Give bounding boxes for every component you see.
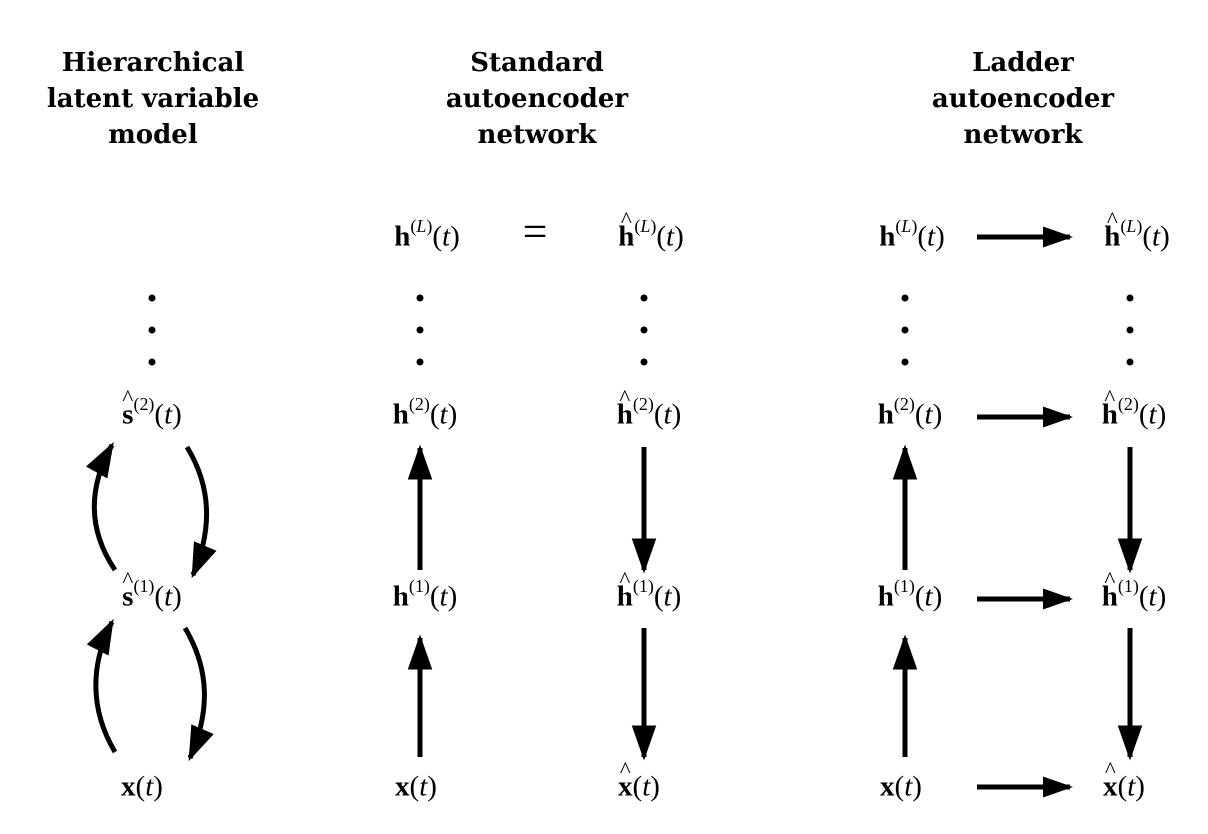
node-superscript: (L) (634, 216, 657, 237)
node-symbol: h (618, 222, 634, 252)
node-argument: (t) (135, 770, 163, 803)
node-argument: (t) (914, 398, 943, 431)
title-line: Standard (470, 48, 604, 78)
node-symbol: h (392, 580, 409, 613)
title-line: Hierarchical (61, 48, 245, 78)
title-line: model (108, 120, 198, 150)
node-h1-hat: h(1)(t) (1102, 577, 1167, 613)
node-hL: h(L)(t) (879, 217, 945, 253)
node-symbol: h (879, 220, 896, 253)
ladder-autoencoder-title: Ladder autoencoder network (863, 45, 1183, 153)
node-argument: (t) (154, 580, 182, 613)
node-h2: h(2)(t) (392, 395, 458, 431)
node-argument: (t) (1138, 398, 1167, 431)
node-symbol: h (1102, 400, 1118, 430)
curved-arrow-up (85, 441, 118, 572)
node-argument: (t) (894, 770, 922, 803)
node-symbol: h (617, 582, 633, 612)
node-hL-hat: h(L)(t) (1104, 217, 1170, 253)
curved-arrow-down (182, 626, 214, 762)
node-h2-hat: h(2)(t) (1102, 395, 1167, 431)
standard-autoencoder-title: Standard autoencoder network (377, 45, 697, 153)
node-argument: (t) (653, 398, 682, 431)
node-s1-hat: s(1)(t) (122, 577, 182, 613)
title-line: network (477, 120, 597, 150)
node-h1-hat: h(1)(t) (617, 577, 682, 613)
hierarchical-curved-arrows (85, 441, 217, 762)
curved-arrow-up (86, 618, 118, 754)
node-superscript: (2) (893, 394, 915, 415)
node-symbol: s (122, 582, 133, 612)
node-symbol: h (392, 398, 409, 431)
node-superscript: (L) (410, 216, 433, 237)
node-x: x(t) (121, 770, 163, 803)
node-argument: (t) (656, 220, 684, 253)
node-x: x(t) (395, 770, 437, 803)
node-argument: (t) (653, 580, 682, 613)
node-superscript: (1) (408, 576, 430, 597)
node-x-hat: x(t) (1103, 770, 1145, 803)
ladder-arrows (892, 226, 1143, 798)
node-argument: (t) (154, 398, 182, 431)
node-s2-hat: s(2)(t) (122, 395, 182, 431)
standard-arrows (407, 444, 657, 761)
node-hL-hat: h(L)(t) (618, 217, 684, 253)
title-line: Ladder (972, 48, 1074, 78)
node-symbol: h (1104, 222, 1120, 252)
node-superscript: (1) (133, 576, 155, 597)
node-symbol: x (618, 772, 633, 802)
node-argument: (t) (429, 398, 458, 431)
node-symbol: x (880, 770, 895, 803)
node-superscript: (2) (133, 394, 155, 415)
node-h1: h(1)(t) (877, 577, 943, 613)
node-argument: (t) (429, 580, 458, 613)
node-superscript: (2) (408, 394, 430, 415)
node-symbol: h (1102, 582, 1118, 612)
title-line: autoencoder (931, 84, 1115, 114)
node-argument: (t) (1142, 220, 1170, 253)
node-superscript: (2) (632, 394, 654, 415)
node-x-hat: x(t) (618, 770, 660, 803)
node-symbol: h (877, 580, 894, 613)
title-line: autoencoder (445, 84, 629, 114)
node-argument: (t) (432, 220, 460, 253)
equals-sign: = (522, 207, 548, 256)
node-argument: (t) (917, 220, 945, 253)
node-symbol: h (877, 398, 894, 431)
node-argument: (t) (1117, 770, 1145, 803)
node-symbol: h (617, 400, 633, 430)
node-symbol: x (395, 770, 410, 803)
node-superscript: (1) (1117, 576, 1139, 597)
node-argument: (t) (914, 580, 943, 613)
curved-arrow-down (184, 445, 217, 579)
node-h2: h(2)(t) (877, 395, 943, 431)
node-x: x(t) (880, 770, 922, 803)
node-h2-hat: h(2)(t) (617, 395, 682, 431)
node-argument: (t) (1138, 580, 1167, 613)
title-line: network (963, 120, 1083, 150)
node-superscript: (2) (1117, 394, 1139, 415)
node-superscript: (1) (632, 576, 654, 597)
hierarchical-model-title: Hierarchical latent variable model (0, 45, 313, 153)
node-symbol: s (122, 400, 133, 430)
title-line: latent variable (46, 84, 260, 114)
node-superscript: (1) (893, 576, 915, 597)
node-symbol: x (1103, 772, 1118, 802)
node-superscript: (L) (895, 216, 918, 237)
node-argument: (t) (409, 770, 437, 803)
node-h1: h(1)(t) (392, 577, 458, 613)
node-superscript: (L) (1120, 216, 1143, 237)
ellipsis-dots (148, 294, 1134, 366)
node-symbol: x (121, 770, 136, 803)
node-hL: h(L)(t) (394, 217, 460, 253)
node-argument: (t) (632, 770, 660, 803)
node-symbol: h (394, 220, 411, 253)
